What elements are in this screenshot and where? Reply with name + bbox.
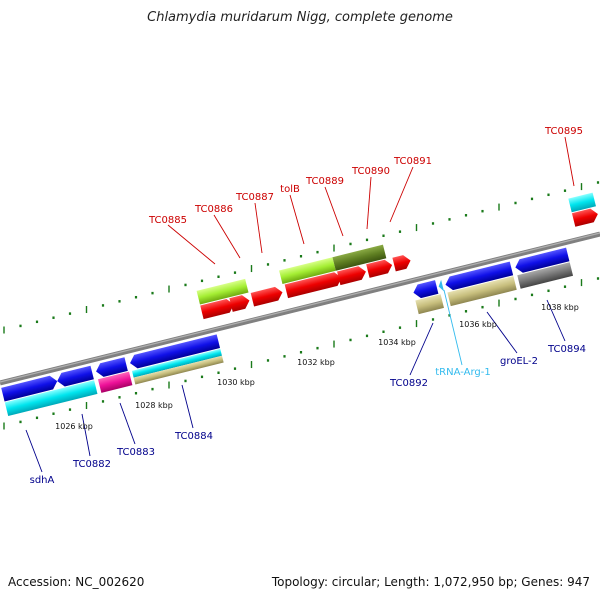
gene-tolb-rna: [279, 257, 336, 285]
scale-label-1028: 1028 kbp: [135, 401, 173, 410]
gene-tc0890b: [366, 259, 393, 278]
label-sdha: sdhA: [30, 475, 55, 486]
trna-leader-line: [443, 289, 463, 366]
label-tc0882: TC0882: [72, 459, 111, 470]
label-tc0891: TC0891: [393, 156, 432, 167]
gene-groel-2-misc: [447, 276, 517, 307]
scale-label-1026: 1026 kbp: [55, 422, 93, 431]
gene-tc0884-misc: [133, 355, 224, 385]
gene-tc0894: [515, 247, 570, 273]
label-groel-2: groEL-2: [500, 356, 538, 367]
label-tc0894: TC0894: [547, 344, 586, 355]
gene-sdha-b: [57, 365, 94, 387]
gene-tc0892: [413, 280, 439, 299]
upper-leader-lines: [167, 136, 575, 265]
gene-tc0895: [571, 208, 598, 227]
label-tc0889: TC0889: [305, 176, 344, 187]
gene-tc0891: [392, 255, 411, 272]
label-tc0890: TC0890: [351, 166, 390, 177]
gene-tolb: [250, 286, 283, 307]
scale-label-1036: 1036 kbp: [459, 320, 497, 329]
gene-tc0889: [284, 272, 342, 299]
label-tc0884: TC0884: [174, 431, 213, 442]
genome-backbone-highlight: [0, 232, 600, 383]
label-tc0883: TC0883: [116, 447, 155, 458]
label-tc0895: TC0895: [544, 126, 583, 137]
gene-tc0894-misc: [517, 262, 574, 289]
gene-tc0887: [229, 295, 250, 312]
gene-tc0886: [200, 298, 234, 320]
genome-backbone: [0, 231, 600, 386]
label-tc0887: TC0887: [235, 192, 274, 203]
lower-tick-track: [3, 277, 600, 430]
gene-tc0882: [96, 357, 128, 377]
lower-leader-lines: [25, 299, 566, 473]
label-tc0892: TC0892: [389, 378, 428, 389]
genome-summary-text: Topology: circular; Length: 1,072,950 bp…: [271, 575, 590, 589]
gene-tc0889-rna: [332, 244, 387, 271]
scale-label-1034: 1034 kbp: [378, 338, 416, 347]
label-tc0886: TC0886: [194, 204, 233, 215]
label-tolb: tolB: [280, 184, 300, 195]
gene-tc0885: [196, 278, 249, 305]
gene-groel-2: [445, 261, 514, 291]
gene-tc0890: [337, 266, 366, 286]
gene-sdha-a: [1, 375, 58, 402]
gene-tc0883: [97, 371, 133, 393]
gene-tc0884-rna: [131, 348, 222, 378]
gene-sdha-rna: [4, 380, 98, 416]
genome-title: Chlamydia muridarum Nigg, complete genom…: [147, 10, 453, 25]
gene-tc0892-misc: [415, 294, 444, 315]
upper-tick-track: [3, 181, 600, 334]
label-trna-arg-1: tRNA-Arg-1: [435, 367, 490, 378]
label-tc0885: TC0885: [148, 215, 187, 226]
scale-label-1038: 1038 kbp: [541, 303, 579, 312]
gene-tc0884: [130, 334, 221, 369]
scale-label-1030: 1030 kbp: [217, 378, 255, 387]
scale-label-1032: 1032 kbp: [297, 358, 335, 367]
gene-tc0895-rna: [568, 192, 596, 213]
gene-trna-arg-1: [438, 279, 444, 292]
accession-text: Accession: NC_002620: [8, 575, 145, 589]
